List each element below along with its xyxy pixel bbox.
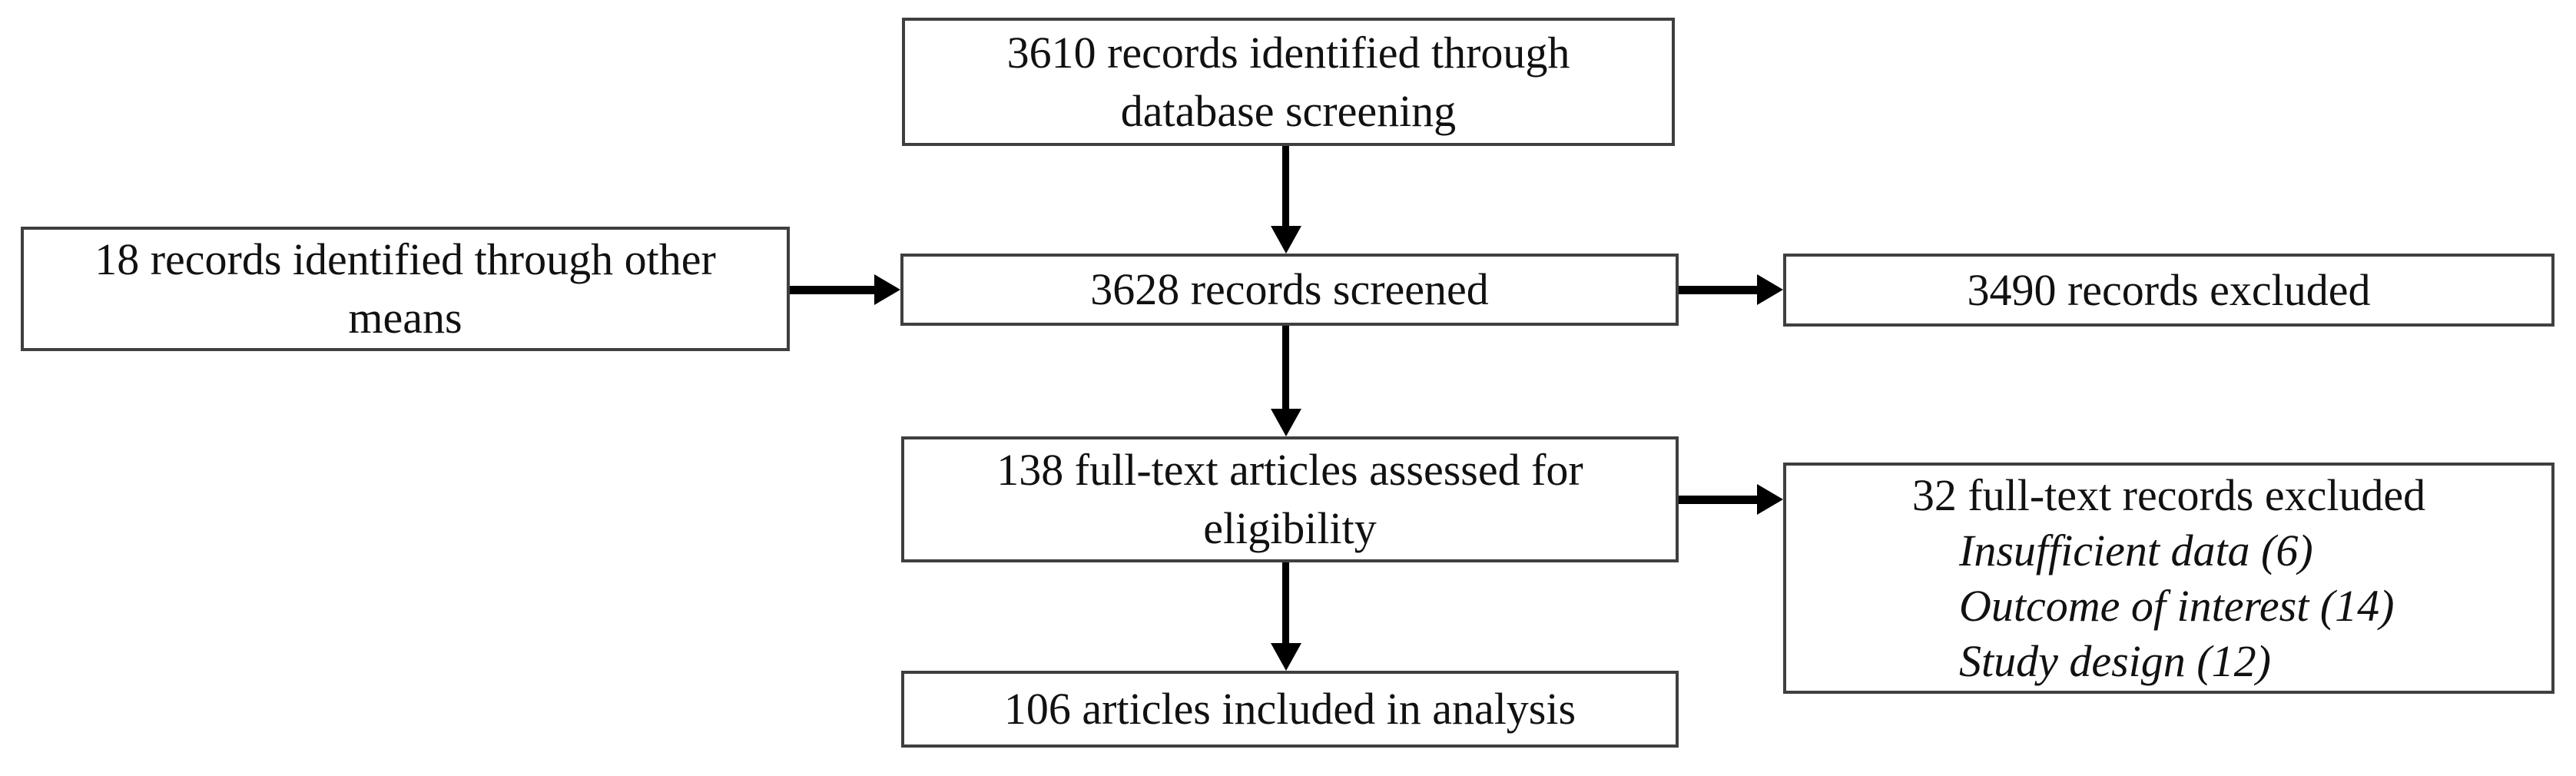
exclusion-reason: Outcome of interest (14): [1959, 580, 2395, 631]
arrowhead-down-icon: [1271, 409, 1301, 436]
exclusion-reasons-list: Insufficient data (6) Outcome of interes…: [1959, 523, 2394, 689]
box-title-line: 32 full-text records excluded: [1911, 469, 2426, 520]
arrowhead-right-icon: [1757, 274, 1783, 305]
arrowhead-down-icon: [1271, 643, 1301, 671]
box-records-screened: 3628 records screened: [900, 254, 1679, 326]
box-included-analysis: 106 articles included in analysis: [901, 671, 1679, 748]
box-records-identified-other-means: 18 records identified through other mean…: [21, 227, 790, 351]
box-text-line: 18 records identified through other: [94, 234, 716, 284]
box-text-line: eligibility: [1203, 503, 1377, 553]
arrow-identified-other-to-screened: [790, 286, 876, 294]
exclusion-reason: Study design (12): [1959, 635, 2271, 686]
box-text-line: 106 articles included in analysis: [1003, 684, 1576, 734]
exclusion-reason: Insufficient data (6): [1959, 525, 2313, 575]
arrow-identified-db-to-screened: [1282, 146, 1289, 227]
box-text-line: means: [348, 293, 462, 343]
arrowhead-down-icon: [1271, 226, 1301, 254]
box-fulltext-excluded: 32 full-text records excluded Insufficie…: [1783, 463, 2554, 694]
box-text-line: 3610 records identified through: [1006, 27, 1570, 78]
box-records-excluded: 3490 records excluded: [1783, 254, 2554, 327]
box-text-line: 3628 records screened: [1090, 264, 1489, 314]
box-fulltext-assessed: 138 full-text articles assessed for elig…: [901, 436, 1679, 562]
arrowhead-right-icon: [874, 274, 900, 305]
arrowhead-right-icon: [1757, 484, 1783, 515]
arrow-fulltext-to-included: [1282, 562, 1289, 645]
arrow-fulltext-to-excluded: [1679, 496, 1759, 504]
arrow-screened-to-excluded: [1679, 286, 1759, 294]
box-text-line: 138 full-text articles assessed for: [996, 445, 1583, 495]
arrow-screened-to-fulltext: [1282, 326, 1289, 410]
box-text-line: 3490 records excluded: [1967, 264, 2371, 315]
box-text-line: database screening: [1120, 85, 1457, 136]
box-records-identified-database: 3610 records identified through database…: [902, 18, 1675, 146]
